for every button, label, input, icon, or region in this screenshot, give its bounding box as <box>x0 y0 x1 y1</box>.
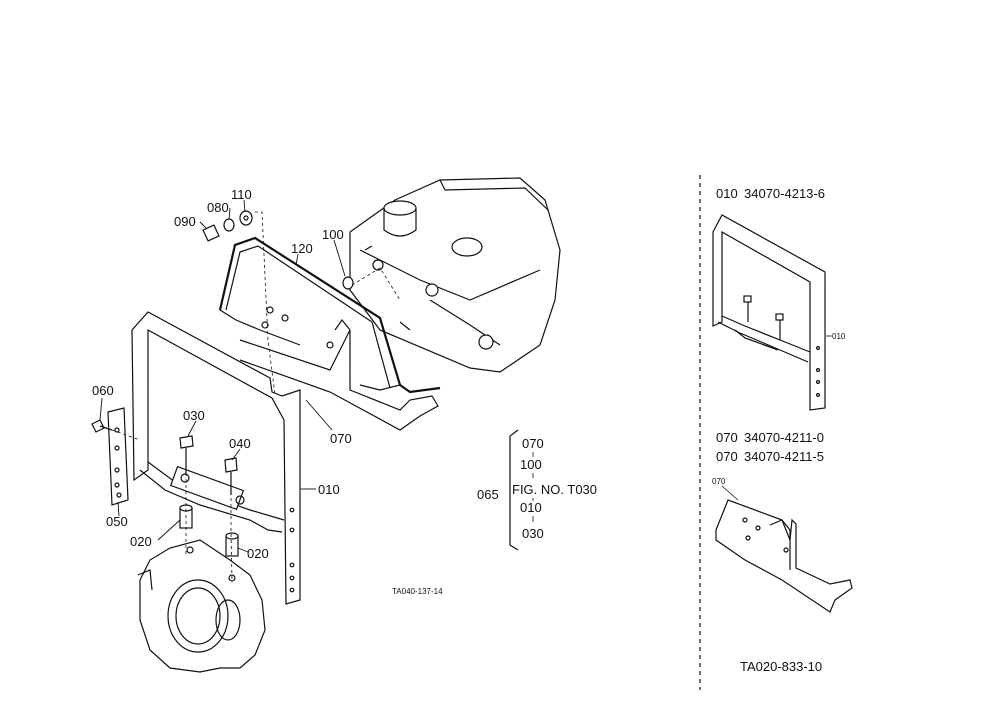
leader-lines <box>99 199 346 553</box>
hardware <box>91 210 354 557</box>
sidebar-part2-ref-1: 070 <box>716 430 738 445</box>
sidebar-part2-ref-2: 070 <box>716 449 738 464</box>
callout-050: 050 <box>106 514 128 529</box>
callout-100: 100 <box>322 227 344 242</box>
callout-labels: 110 080 090 120 100 060 030 040 070 010 … <box>92 187 352 561</box>
fuel-tank <box>349 177 561 373</box>
sidebar-part1-ref: 010 <box>716 186 738 201</box>
sidebar-part1-callout: 010 <box>832 332 846 341</box>
cushion-120 <box>218 236 441 394</box>
reference-item-5: 030 <box>522 526 544 541</box>
bracket-070 <box>239 318 439 431</box>
sidebar-part2-number-2: 34070-4211-5 <box>744 449 824 464</box>
sidebar-part-010: 010 34070-4213-6 010 <box>712 186 846 411</box>
callout-010: 010 <box>318 482 340 497</box>
callout-030: 030 <box>183 408 205 423</box>
reference-item-2: 100 <box>520 457 542 472</box>
callout-020-left: 020 <box>130 534 152 549</box>
sidebar-part-070: 070 34070-4211-0 070 34070-4211-5 070 <box>712 430 853 613</box>
assembly-axes <box>111 211 401 581</box>
callout-120: 120 <box>291 241 313 256</box>
reference-item-3: FIG. NO. T030 <box>512 482 597 497</box>
callout-040: 040 <box>229 436 251 451</box>
callout-090: 090 <box>174 214 196 229</box>
reference-group-number: 065 <box>477 487 499 502</box>
engine-housing <box>137 539 266 673</box>
figure-code-main: TA040-137-14 <box>392 587 443 596</box>
reference-item-1: 070 <box>522 436 544 451</box>
sidebar-part2-callout: 070 <box>712 477 726 486</box>
callout-060: 060 <box>92 383 114 398</box>
figure-code-sidebar: TA020-833-10 <box>740 659 822 674</box>
sidebar-part1-number: 34070-4213-6 <box>744 186 825 201</box>
callout-080: 080 <box>207 200 229 215</box>
callout-020-right: 020 <box>247 546 269 561</box>
frame-010 <box>131 311 301 605</box>
bracket-050 <box>107 407 129 506</box>
callout-070: 070 <box>330 431 352 446</box>
reference-item-4: 010 <box>520 500 542 515</box>
callout-110: 110 <box>231 187 252 202</box>
sidebar-part2-number-1: 34070-4211-0 <box>744 430 824 445</box>
reference-group: 065 070 100 FIG. NO. T030 010 030 <box>477 429 597 551</box>
